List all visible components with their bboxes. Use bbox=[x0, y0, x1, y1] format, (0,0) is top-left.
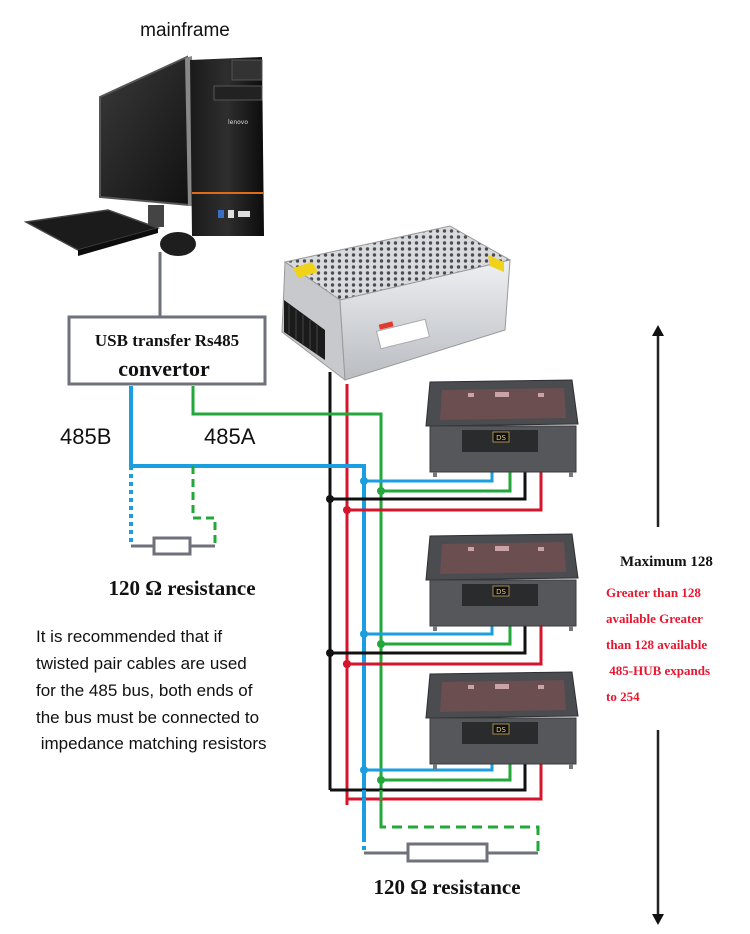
resistor-bottom-icon bbox=[364, 842, 538, 863]
capacity-line: than 128 available bbox=[606, 637, 707, 652]
bus-a-label: 485A bbox=[204, 424, 256, 449]
resistor-top-label: 120 Ω resistance bbox=[108, 576, 255, 600]
note-line: twisted pair cables are used bbox=[36, 654, 247, 673]
note-line: the bus must be connected to bbox=[36, 708, 259, 727]
bus-b-label: 485B bbox=[60, 424, 111, 449]
meter-device-icon: DS bbox=[425, 533, 579, 631]
meter-device-icon: DS bbox=[425, 671, 579, 769]
meter-display-label: DS bbox=[496, 726, 506, 734]
resistor-top-icon bbox=[131, 536, 215, 556]
bus-a-termination-bottom bbox=[379, 790, 540, 852]
computer-icon: lenovo bbox=[23, 55, 264, 256]
meter-display-label: DS bbox=[496, 588, 506, 596]
wiring bbox=[129, 372, 543, 852]
converter-box bbox=[67, 315, 267, 386]
power-supply-icon bbox=[281, 225, 512, 382]
recommendation-note: It is recommended that if twisted pair c… bbox=[36, 627, 267, 753]
mainframe-label: mainframe bbox=[140, 20, 230, 41]
arrow-down-icon bbox=[652, 730, 664, 925]
note-line: for the 485 bus, both ends of bbox=[36, 681, 253, 700]
arrow-up-icon bbox=[652, 325, 664, 527]
note-line: It is recommended that if bbox=[36, 627, 222, 646]
bus-a-feed bbox=[191, 386, 383, 828]
meter-display-label: DS bbox=[496, 434, 506, 442]
capacity-line: 485-HUB expands bbox=[606, 663, 710, 678]
capacity-detail: Greater than 128 available Greater than … bbox=[606, 585, 710, 704]
note-line: impedance matching resistors bbox=[36, 734, 267, 753]
capacity-line: Greater than 128 bbox=[606, 585, 701, 600]
capacity-line: to 254 bbox=[606, 689, 640, 704]
capacity-title: Maximum 128 bbox=[620, 554, 713, 570]
bus-a-termination-top bbox=[191, 466, 217, 545]
converter-line2: convertor bbox=[118, 356, 210, 381]
resistor-bottom-label: 120 Ω resistance bbox=[373, 875, 520, 899]
meter-device-icon: DS bbox=[425, 379, 579, 477]
converter-line1: USB transfer Rs485 bbox=[95, 331, 239, 350]
capacity-line: available Greater bbox=[606, 611, 703, 626]
brand-logo: lenovo bbox=[228, 119, 248, 126]
